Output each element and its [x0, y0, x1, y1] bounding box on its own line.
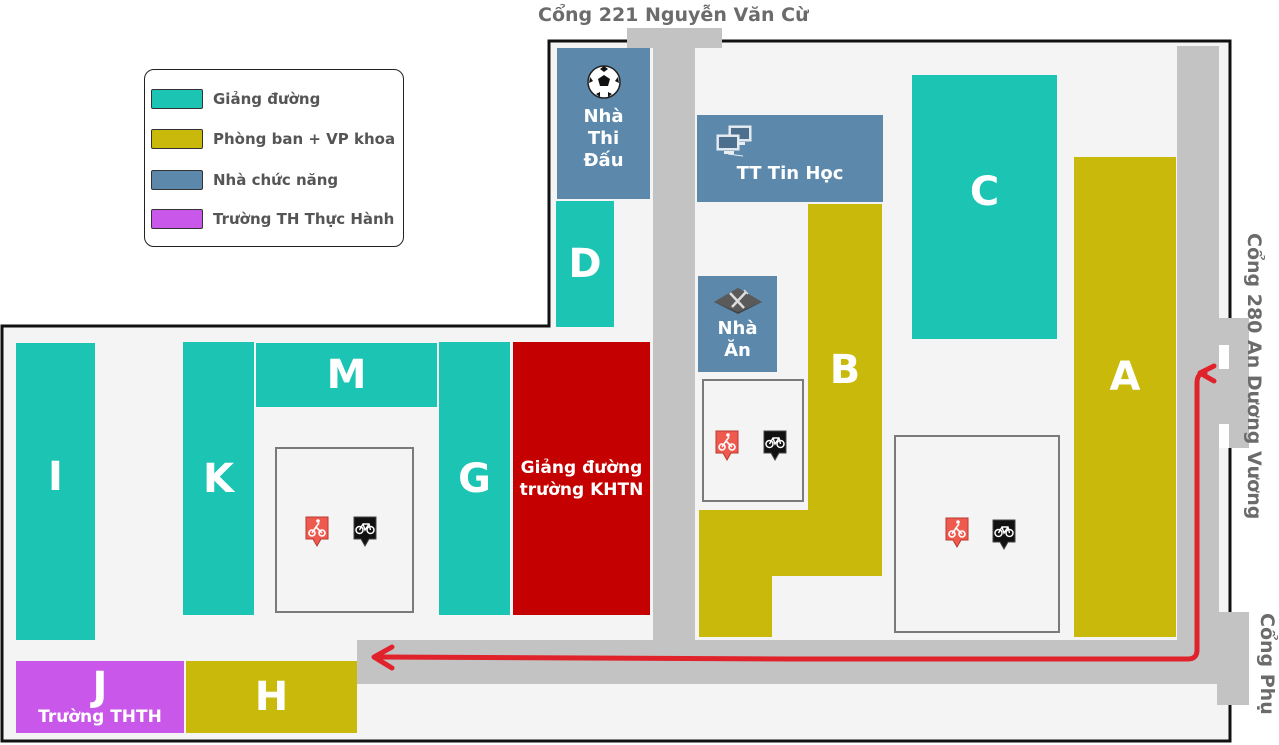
gate-right-gap-bottom [1219, 424, 1229, 448]
gate-side-gap [1219, 640, 1229, 684]
building-a-label: A [1109, 354, 1141, 400]
building-k[interactable]: K [183, 342, 254, 615]
it-center-label: TT Tin Học [736, 162, 844, 184]
legend-item-practice: Trường TH Thực Hành [151, 209, 394, 229]
building-k-label: K [203, 455, 234, 502]
main-road-vertical [653, 28, 695, 640]
building-c-label: C [969, 169, 1000, 215]
building-j-sublabel: Trường THTH [38, 707, 162, 727]
bicycle-parking-icon[interactable] [991, 518, 1017, 550]
legend-item-office: Phòng ban + VP khoa [151, 129, 395, 149]
gate-top-label: Cổng 221 Nguyễn Văn Cừ [538, 4, 809, 26]
motorbike-parking-icon[interactable] [714, 429, 740, 461]
motorbike-parking-icon[interactable] [944, 516, 970, 548]
building-h[interactable]: H [186, 661, 357, 733]
building-a[interactable]: A [1074, 157, 1176, 637]
bicycle-parking-icon[interactable] [762, 429, 788, 461]
building-canteen[interactable]: Nhà Ăn [698, 276, 777, 372]
legend-item-lecture: Giảng đường [151, 89, 320, 109]
building-c[interactable]: C [912, 75, 1057, 339]
legend-label-practice: Trường TH Thực Hành [213, 210, 395, 228]
building-m[interactable]: M [256, 343, 437, 407]
building-g-label: G [458, 455, 491, 502]
building-g[interactable]: G [439, 342, 510, 615]
building-j-label: J [92, 664, 108, 710]
legend-swatch-functional [151, 170, 203, 190]
legend-label-lecture: Giảng đường [213, 90, 321, 108]
building-j[interactable]: J Trường THTH [16, 661, 184, 733]
bicycle-parking-icon[interactable] [352, 515, 378, 547]
gate-right-gap-top [1219, 345, 1229, 369]
building-khtn[interactable]: Giảng đường trường KHTN [513, 342, 650, 615]
khtn-label: Giảng đường trường KHTN [519, 457, 644, 500]
building-m-label: M [326, 352, 367, 398]
parking-lot-east [894, 435, 1060, 633]
canteen-label: Nhà Ăn [717, 318, 758, 361]
legend-label-functional: Nhà chức năng [213, 171, 339, 189]
legend-swatch-practice [151, 209, 203, 229]
soccer-ball-icon [586, 65, 621, 99]
legend-swatch-office [151, 129, 203, 149]
building-h-label: H [254, 674, 289, 720]
building-b-label: B [829, 347, 861, 393]
legend-item-functional: Nhà chức năng [151, 170, 338, 190]
computer-network-icon [716, 125, 752, 157]
road-south-horizontal [357, 640, 1230, 684]
sports-hall-label: Nhà Thi Đấu [583, 106, 624, 171]
building-b-annex-low [699, 510, 772, 637]
building-d-label: D [568, 241, 602, 287]
building-i-label: I [48, 453, 63, 500]
building-sports-hall[interactable]: Nhà Thi Đấu [557, 48, 650, 199]
building-i[interactable]: I [16, 343, 95, 640]
fork-knife-icon [713, 288, 762, 314]
legend-label-office: Phòng ban + VP khoa [213, 130, 396, 148]
legend-swatch-lecture [151, 89, 203, 109]
building-d[interactable]: D [556, 201, 614, 327]
building-it-center[interactable]: TT Tin Học [697, 115, 883, 202]
map-legend: Giảng đường Phòng ban + VP khoa Nhà chức… [144, 69, 404, 247]
motorbike-parking-icon[interactable] [304, 515, 330, 547]
parking-lot-west [275, 447, 414, 613]
